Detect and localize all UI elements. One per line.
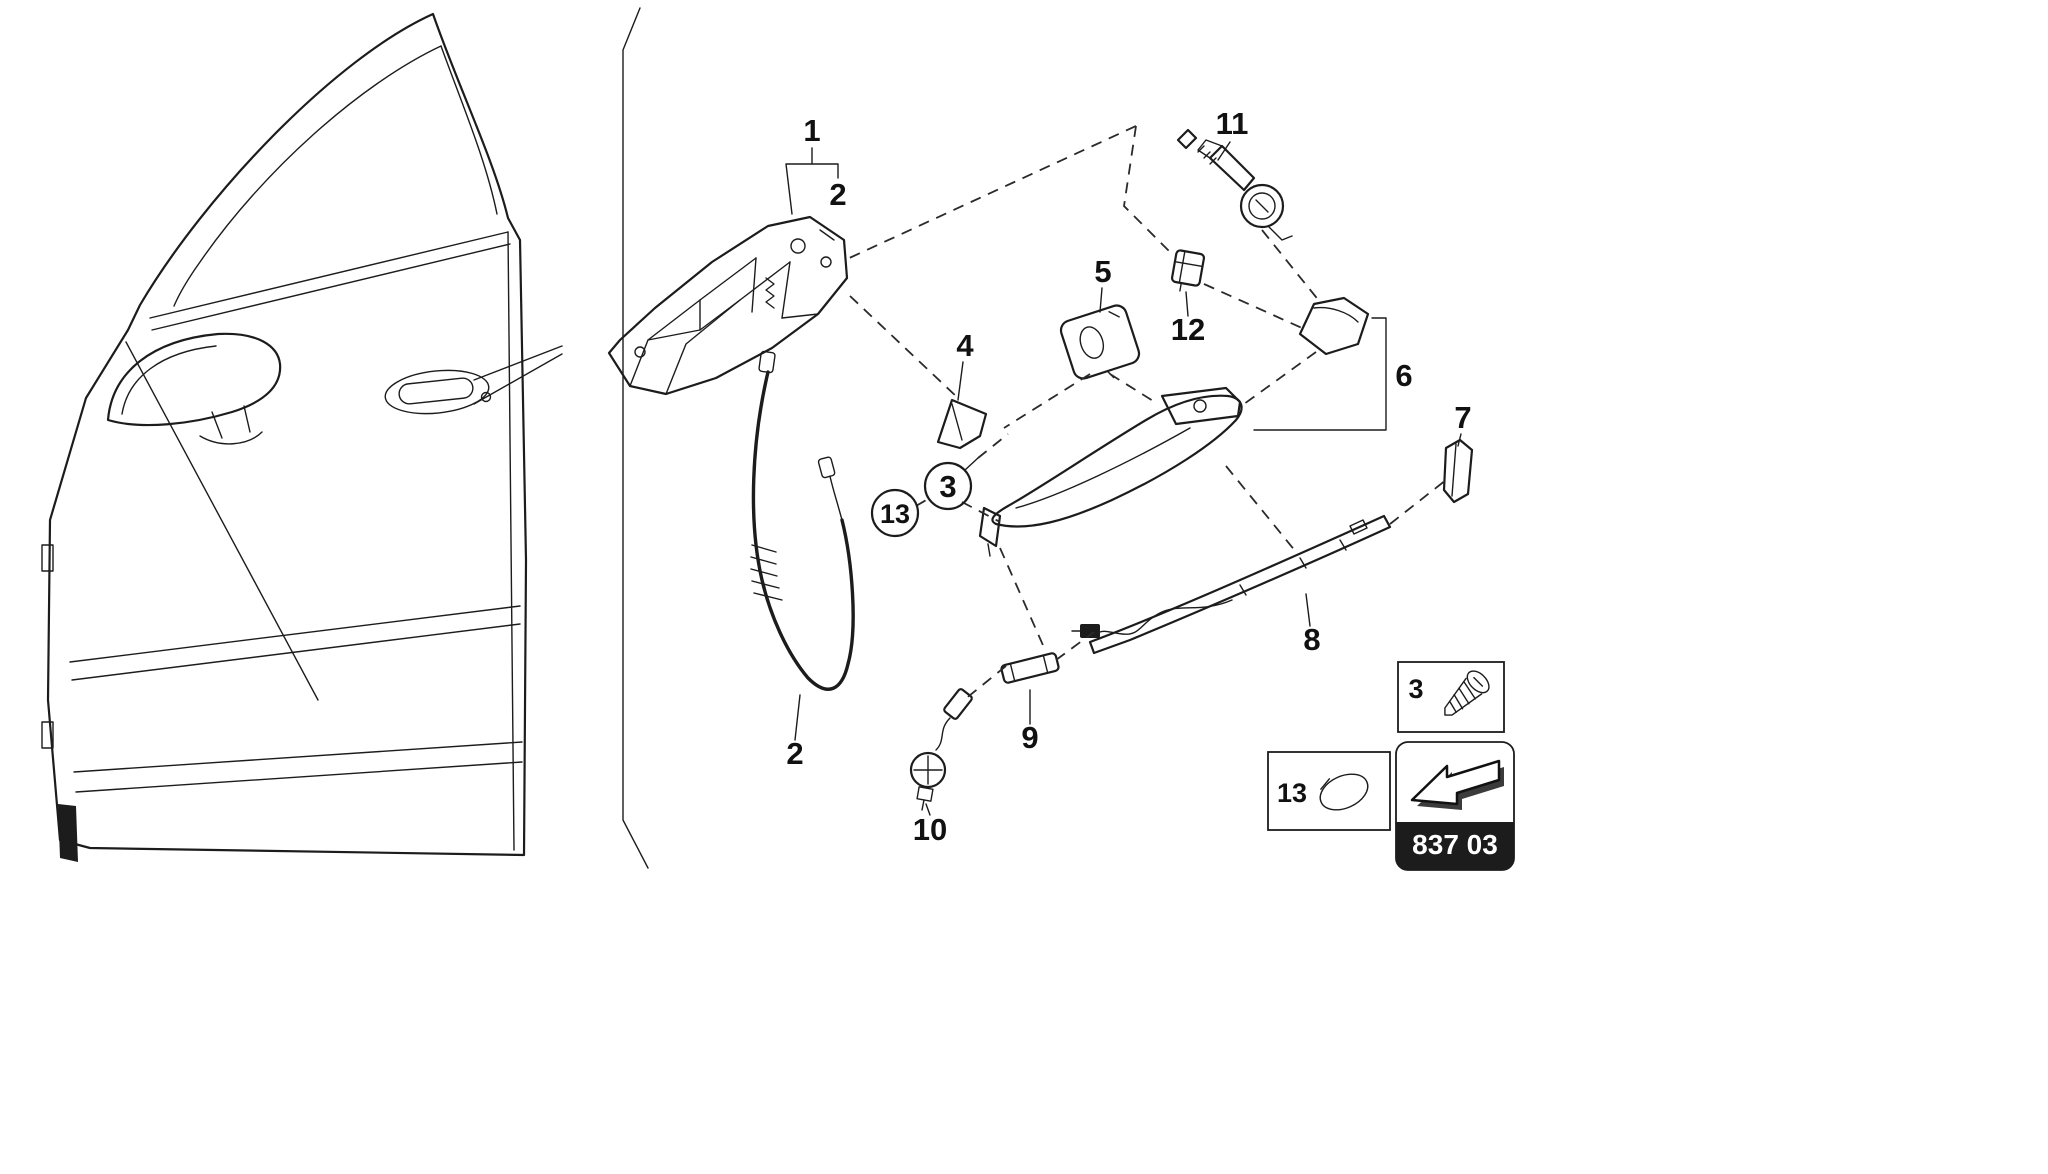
callout-1-2-bracket (785, 147, 839, 215)
part-code-text: 837 03 (1412, 829, 1498, 860)
hinge-upper (41, 544, 54, 572)
door-trim-lower (75, 761, 523, 793)
mirror-base-2 (243, 405, 251, 433)
callout-13-circled[interactable]: 13 (870, 488, 920, 538)
callouts-layer: 1 2 2 3 13 4 5 6 7 8 9 (785, 106, 1472, 847)
part-handle-cap (1298, 296, 1370, 356)
detail-leader-top (473, 345, 563, 381)
door-trim-upper (73, 741, 523, 773)
callout-7[interactable]: 7 (1454, 400, 1471, 435)
legend-cap-box: 13 (1267, 751, 1391, 831)
part-cap-small (936, 398, 988, 450)
oval-cap-icon (1319, 773, 1369, 811)
door-rear-inner-edge (507, 231, 515, 851)
beltline-lower (151, 243, 511, 331)
callout-4[interactable]: 4 (956, 328, 974, 363)
badge-bar (1396, 822, 1514, 870)
callout-13-label[interactable]: 13 (880, 499, 910, 529)
callout-8[interactable]: 8 (1303, 622, 1320, 657)
door-crease-1 (69, 605, 521, 663)
hinge-lower (41, 721, 54, 749)
part-lock-cylinder (1176, 128, 1293, 241)
view-divider (622, 7, 649, 869)
callout-3-circled[interactable]: 3 (923, 457, 979, 511)
window-frame-inner-right (440, 45, 498, 215)
sill-block (58, 804, 78, 862)
legend: 3 13 (1267, 661, 1505, 831)
side-mirror-inner (121, 345, 217, 415)
part-bowden-cable (750, 350, 855, 691)
beltline-upper (149, 231, 509, 319)
callout-2-top[interactable]: 2 (829, 177, 846, 212)
part-gasket (1059, 304, 1141, 380)
callout-1[interactable]: 1 (803, 113, 820, 148)
part-handle-carrier (607, 215, 849, 396)
screw-icon (1444, 670, 1490, 716)
detail-leader-bottom (473, 353, 563, 405)
side-mirror (106, 332, 282, 427)
part-wiring-connector (909, 688, 973, 811)
legend-cap-label: 13 (1277, 778, 1307, 808)
door-lock-dot (480, 391, 492, 403)
callout-3-label[interactable]: 3 (939, 469, 956, 504)
door-outline (46, 12, 528, 857)
callout-10[interactable]: 10 (913, 812, 947, 847)
strip-connector (1080, 624, 1100, 638)
door-crease-2 (71, 623, 521, 681)
part-end-cap (1442, 438, 1474, 504)
door-diagonal-crease (125, 341, 319, 701)
part-sensor-strip (1071, 514, 1392, 655)
window-frame-inner (173, 45, 442, 307)
door-handle-small (398, 377, 474, 405)
handle-recess (384, 369, 490, 415)
callout-5[interactable]: 5 (1094, 254, 1111, 289)
part-inline-module (1000, 652, 1060, 684)
door-illustration (41, 12, 563, 862)
part-clip (1170, 249, 1206, 292)
callout-2-cable[interactable]: 2 (786, 736, 803, 771)
callout-12[interactable]: 12 (1171, 312, 1205, 347)
callout-11[interactable]: 11 (1216, 106, 1249, 141)
mirror-base-plate (199, 431, 263, 445)
mirror-base-1 (211, 411, 223, 439)
legend-screw-label: 3 (1408, 674, 1423, 704)
legend-screw-box: 3 (1397, 661, 1505, 733)
part-handle-grip (978, 386, 1243, 557)
callout-6-bracket (1253, 317, 1387, 431)
assembly-dash-lines (844, 125, 1447, 701)
callout-6[interactable]: 6 (1395, 358, 1412, 393)
carrier-spring (765, 277, 775, 309)
callout-9[interactable]: 9 (1021, 720, 1038, 755)
cable-coil (750, 544, 783, 601)
part-code-badge[interactable]: 837 03 (1395, 741, 1515, 871)
direction-arrow-icon (1410, 759, 1504, 810)
callout-2-leader (794, 694, 801, 741)
